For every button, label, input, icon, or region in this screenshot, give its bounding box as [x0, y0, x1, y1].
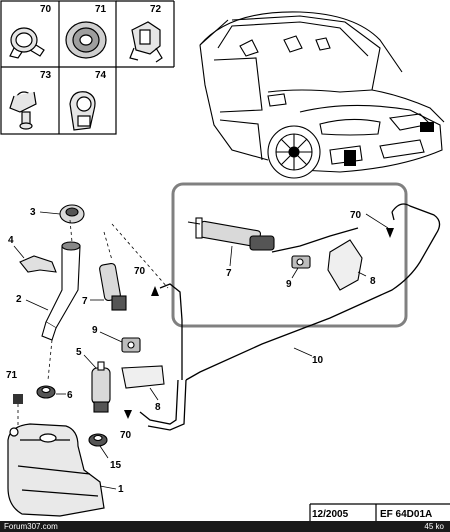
callout-9-left: 9	[92, 325, 98, 336]
alignment-dashed-lines	[17, 219, 169, 432]
callout-5: 5	[76, 347, 82, 358]
seal-illustration	[36, 385, 56, 399]
footer-site-name: Forum307.com	[4, 522, 58, 531]
callout-8-left: 8	[155, 402, 161, 413]
leader-2	[25, 299, 49, 311]
callout-7-left: 7	[82, 296, 88, 307]
callout-6: 6	[67, 390, 73, 401]
nozzle-cover-detail	[327, 239, 363, 291]
footer-date: 12/2005	[312, 509, 349, 520]
inset-label-71: 71	[95, 4, 107, 15]
callout-4: 4	[8, 235, 14, 246]
leader-70-box	[365, 213, 389, 229]
callout-71: 71	[6, 370, 18, 381]
arrow-70-lower	[124, 410, 132, 419]
car-illustration	[199, 11, 445, 173]
callout-10: 10	[312, 355, 324, 366]
callout-15: 15	[110, 460, 122, 471]
leader-7-box	[229, 245, 233, 267]
callout-70-box: 70	[350, 210, 362, 221]
footer-reference-code: EF 64D01A	[380, 509, 433, 520]
footer-box	[309, 503, 450, 521]
inset-label-70: 70	[40, 4, 52, 15]
nozzle-illustration-left	[99, 262, 127, 311]
filler-cap-illustration	[59, 204, 85, 224]
seal-illustration-15	[88, 433, 108, 447]
callout-7-box: 7	[226, 268, 232, 279]
callout-8-box: 8	[370, 276, 376, 287]
callout-70-lower: 70	[120, 430, 132, 441]
leader-8-box	[357, 271, 367, 277]
inset-parts-grid	[0, 0, 175, 135]
leader-8-left	[149, 387, 159, 401]
inset-label-73: 73	[40, 70, 52, 81]
leader-1	[99, 485, 117, 490]
leader-9-box	[291, 267, 299, 279]
callout-9-box: 9	[286, 279, 292, 290]
callout-3: 3	[30, 207, 36, 218]
pipe-clip-illustration-72	[129, 21, 163, 63]
car-component-markers	[344, 122, 434, 166]
pipe-clip-illustration-74	[69, 91, 96, 131]
callout-70-upper: 70	[134, 266, 146, 277]
fixing-part-71	[13, 394, 23, 404]
bracket-illustration	[19, 255, 57, 273]
clip-detail	[291, 255, 311, 269]
arrow-70-upper	[151, 286, 159, 296]
leader-3	[39, 211, 61, 215]
callout-2: 2	[16, 294, 22, 305]
leader-5	[83, 354, 97, 369]
clip-illustration-left	[121, 337, 141, 353]
grommet-illustration	[65, 21, 107, 59]
leader-10	[293, 347, 313, 357]
washer-hose	[139, 203, 441, 431]
callout-1: 1	[118, 484, 124, 495]
footer-strip: Forum307.com 45 ko	[0, 521, 450, 532]
inset-label-74: 74	[95, 70, 107, 81]
pipe-clip-illustration-73	[9, 91, 37, 130]
front-wheel-illustration	[267, 125, 321, 179]
washer-reservoir-illustration	[7, 423, 105, 517]
leader-4	[13, 245, 25, 259]
leader-9-left	[99, 331, 123, 343]
leader-15	[99, 445, 109, 459]
nozzle-cover-illustration-left	[121, 365, 165, 389]
filler-neck-illustration	[41, 241, 81, 341]
hose-clamp-illustration	[9, 27, 45, 59]
washer-pump-illustration	[91, 361, 111, 413]
inset-label-72: 72	[150, 4, 162, 15]
footer-file-size: 45 ko	[424, 522, 444, 531]
detail-highlight-box	[171, 182, 408, 328]
nozzle-assembly-detail	[187, 217, 275, 251]
arrow-70-box	[386, 228, 394, 238]
